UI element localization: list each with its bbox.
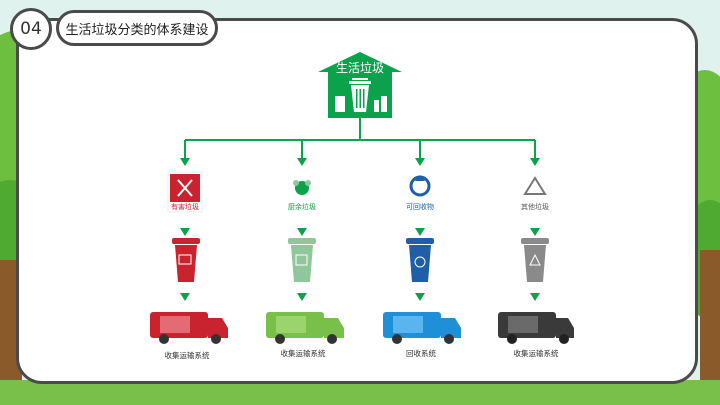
category-label: 其他垃圾 [521, 202, 549, 211]
recycle-sign-icon [409, 175, 431, 197]
red-truck-icon [150, 312, 228, 344]
system-label: 收集运输系统 [281, 348, 326, 358]
system-label: 收集运输系统 [514, 348, 559, 358]
hazardous-sign-icon [167, 171, 203, 213]
category-label: 可回收物 [406, 202, 434, 211]
gray-truck-icon [498, 312, 574, 344]
slide-number: 04 [10, 8, 52, 50]
category-label: 有害垃圾 [171, 202, 199, 211]
root-label: 生活垃圾 [336, 60, 384, 75]
trash-bin-icon [335, 78, 387, 112]
slide-title: 生活垃圾分类的体系建设 [56, 10, 218, 46]
category-label: 厨余垃圾 [288, 202, 316, 211]
branch-kitchen: 厨余垃圾 收集运输系统 [266, 180, 344, 358]
branch-hazardous: 有害垃圾 收集运输系统 [150, 171, 228, 360]
system-label: 回收系统 [406, 348, 436, 358]
hazardous-bin-icon [172, 238, 200, 282]
branch-other: 其他垃圾 收集运输系统 [498, 176, 574, 358]
kitchen-bin-icon [288, 238, 316, 282]
kitchen-sign-icon [293, 180, 311, 195]
blue-truck-icon [383, 312, 461, 344]
arrowheads [180, 158, 540, 301]
recyclable-bin-icon [406, 238, 434, 282]
system-label: 收集运输系统 [165, 350, 210, 360]
other-bin-icon [521, 238, 549, 282]
green-truck-icon [266, 312, 344, 344]
other-sign-icon [523, 176, 547, 195]
root-node: 生活垃圾 [318, 52, 402, 118]
connectors [184, 118, 536, 160]
branch-recyclable: 可回收物 回收系统 [383, 175, 461, 358]
